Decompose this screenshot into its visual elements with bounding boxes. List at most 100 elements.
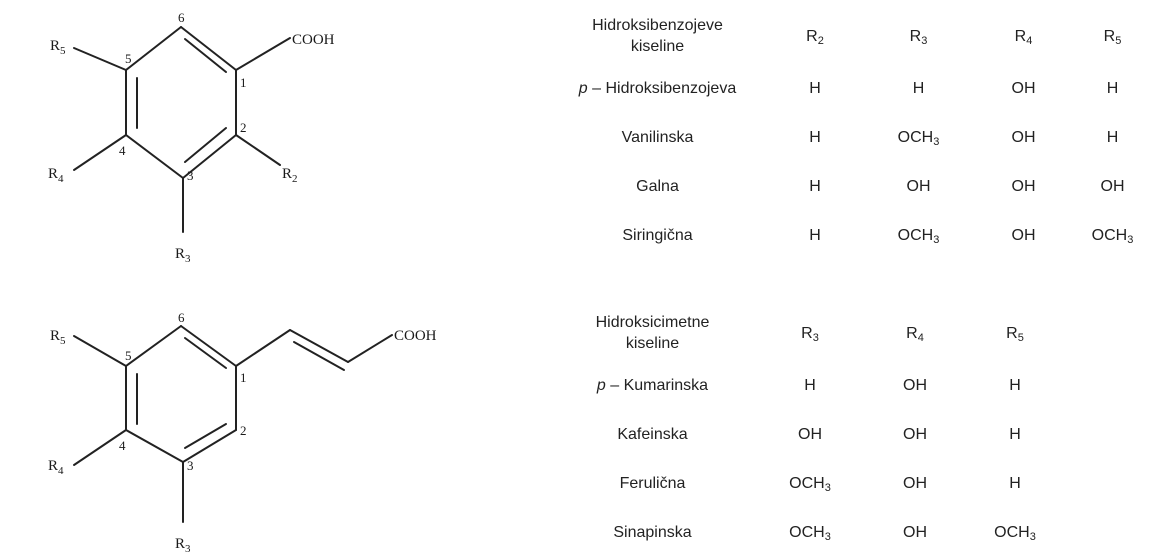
substituent-r4: OH bbox=[903, 474, 927, 492]
table-row: Galna H OH OH OH bbox=[560, 162, 1150, 211]
position-4: 4 bbox=[119, 438, 126, 453]
acid-name-text: Ferulična bbox=[619, 474, 686, 492]
bond-side-chain bbox=[235, 329, 291, 367]
bond-r2 bbox=[235, 134, 281, 166]
substituent-r4: OH bbox=[1011, 177, 1036, 195]
ring-bond bbox=[180, 26, 237, 71]
substituent-r4: OH bbox=[903, 376, 927, 394]
substituent-r2: H bbox=[809, 226, 821, 244]
acid-name: Galna bbox=[560, 162, 765, 211]
acid-prefix: p bbox=[596, 376, 606, 394]
substituent-r5: H bbox=[1106, 79, 1119, 97]
substituent-r3: OH bbox=[906, 177, 931, 195]
header-r3: R3 bbox=[801, 324, 819, 344]
header-r4: R4 bbox=[1014, 27, 1033, 47]
substituent-r5: H bbox=[1009, 376, 1021, 394]
acid-name: Siringična bbox=[560, 211, 765, 260]
position-6: 6 bbox=[178, 10, 185, 25]
acid-name: p – Kumarinska bbox=[560, 361, 755, 410]
acid-name-text: – Kumarinska bbox=[605, 376, 709, 394]
label-cooh: COOH bbox=[394, 328, 437, 344]
position-2: 2 bbox=[240, 120, 247, 135]
ring-double-bond bbox=[184, 337, 227, 369]
substituent-r2: H bbox=[809, 128, 821, 146]
substituent-r4: OH bbox=[1011, 226, 1036, 244]
substituent-r5: OCH3 bbox=[1091, 226, 1134, 246]
position-2: 2 bbox=[240, 423, 247, 438]
substituent-r5: H bbox=[1009, 474, 1021, 492]
substituent-r3: OCH3 bbox=[789, 523, 831, 543]
acid-name-text: Siringična bbox=[622, 226, 693, 244]
header-r3: R3 bbox=[909, 27, 928, 47]
acid-name-text: – Hidroksibenzojeva bbox=[587, 79, 737, 97]
substituent-r5: H bbox=[1009, 425, 1021, 443]
substituent-r3: OH bbox=[798, 425, 822, 443]
position-1: 1 bbox=[240, 75, 247, 90]
label-r4: R4 bbox=[48, 166, 64, 185]
substituent-r3: OCH3 bbox=[897, 128, 940, 148]
acid-name: Ferulična bbox=[560, 459, 755, 508]
label-r5: R5 bbox=[50, 328, 66, 347]
bond-cooh bbox=[347, 334, 393, 363]
bond-side-chain-double bbox=[289, 329, 349, 363]
ring-double-bond bbox=[184, 423, 227, 449]
label-r3: R3 bbox=[175, 246, 191, 265]
acid-name-text: Sinapinska bbox=[613, 523, 692, 541]
ring-double-bond bbox=[184, 38, 227, 73]
acid-name: Sinapinska bbox=[560, 508, 755, 557]
label-r2: R2 bbox=[282, 166, 298, 185]
header-r5: R5 bbox=[1103, 27, 1122, 47]
acid-name-text: Vanilinska bbox=[621, 128, 694, 146]
substituent-r5: H bbox=[1106, 128, 1119, 146]
bond-side-chain-double bbox=[293, 341, 345, 371]
acid-name: Vanilinska bbox=[560, 113, 765, 162]
acid-name: p – Hidroksibenzojeva bbox=[560, 64, 765, 113]
ring-bond bbox=[180, 325, 237, 367]
structure-hydroxybenzoic: COOH R5 R4 R2 R3 6 5 1 2 4 3 bbox=[48, 10, 335, 265]
bond-r5 bbox=[73, 47, 127, 71]
table-row: p – Kumarinska H OH H bbox=[560, 361, 1065, 410]
ring-bond bbox=[182, 134, 237, 179]
position-3: 3 bbox=[187, 458, 194, 473]
label-cooh: COOH bbox=[292, 32, 335, 48]
bond-cooh bbox=[235, 37, 291, 71]
substituent-r2: H bbox=[809, 177, 821, 195]
substituent-r3: H bbox=[912, 79, 925, 97]
acid-name-text: Galna bbox=[636, 177, 679, 195]
position-1: 1 bbox=[240, 370, 247, 385]
structure-hydroxycinnamic: COOH R5 R4 R3 6 5 1 2 4 3 bbox=[48, 310, 437, 555]
position-5: 5 bbox=[125, 348, 132, 363]
acid-name-text: Kafeinska bbox=[617, 425, 688, 443]
table-row: Kafeinska OH OH H bbox=[560, 410, 1065, 459]
header-r2: R2 bbox=[806, 27, 824, 47]
position-5: 5 bbox=[125, 51, 132, 66]
substituent-r3: H bbox=[804, 376, 816, 394]
position-4: 4 bbox=[119, 143, 126, 158]
label-r4: R4 bbox=[48, 458, 64, 477]
ring-bond bbox=[125, 134, 184, 179]
substituent-r4: OH bbox=[903, 425, 927, 443]
label-r3: R3 bbox=[175, 536, 191, 555]
substituent-r5: OH bbox=[1100, 177, 1125, 195]
substituent-r4: OH bbox=[903, 523, 927, 541]
label-r5: R5 bbox=[50, 38, 66, 57]
acid-prefix: p bbox=[578, 79, 588, 97]
position-6: 6 bbox=[178, 310, 185, 325]
acid-name: Kafeinska bbox=[560, 410, 755, 459]
substituent-r4: OH bbox=[1011, 79, 1036, 97]
ring-bond bbox=[125, 325, 182, 367]
bond-r4 bbox=[73, 429, 127, 466]
bond-r4 bbox=[73, 134, 127, 171]
position-3: 3 bbox=[187, 168, 194, 183]
